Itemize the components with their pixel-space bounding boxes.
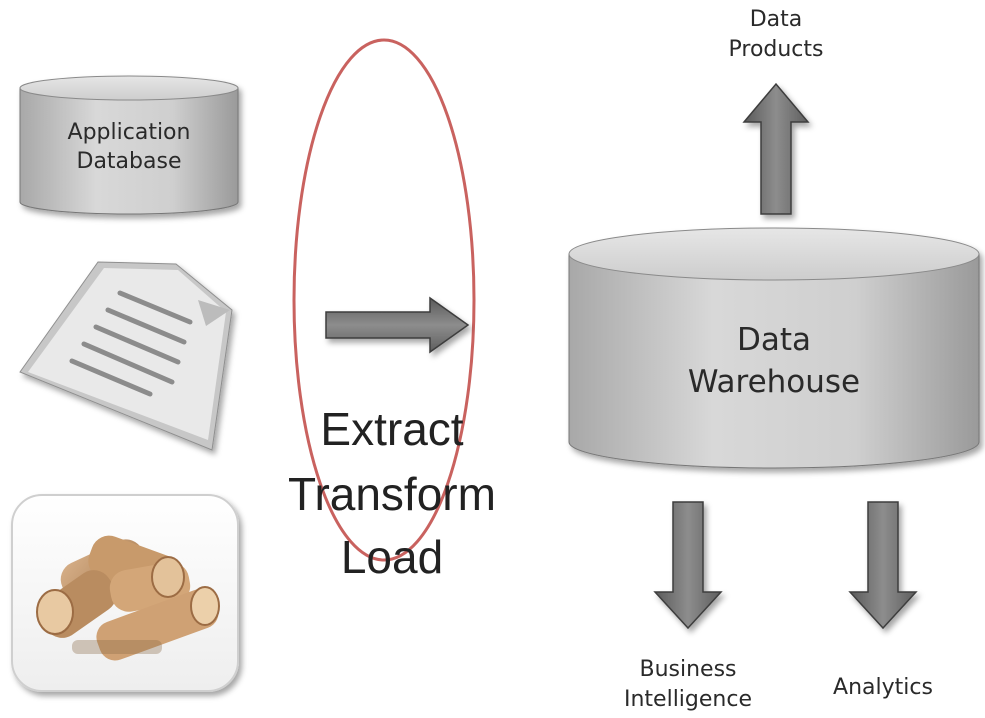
data-warehouse-cylinder <box>568 227 980 469</box>
arrow-down-analytics-icon <box>848 501 918 630</box>
data-products-label-line2: Products <box>729 37 824 62</box>
arrow-right-icon <box>325 296 470 354</box>
etl-label-load: Load <box>341 531 443 583</box>
etl-label-extract: Extract <box>320 403 463 455</box>
business-intelligence-label-line1: Business <box>639 657 736 682</box>
document-icon <box>19 261 233 451</box>
business-intelligence-label-line2: Intelligence <box>624 687 752 712</box>
application-database-cylinder <box>19 75 239 215</box>
warehouse-label-line2: Warehouse <box>688 364 860 400</box>
warehouse-label-line1: Data <box>737 322 811 358</box>
etl-label-transform: Transform <box>288 468 496 520</box>
etl-highlight-oval <box>292 38 476 562</box>
document-text-lines <box>69 290 193 397</box>
arrow-up-icon <box>742 82 810 215</box>
analytics-label: Analytics <box>833 675 933 700</box>
app-db-label-line2: Database <box>77 149 182 174</box>
log-wood-icon <box>11 494 239 692</box>
wood-log-pile <box>36 535 220 661</box>
arrow-down-bi-icon <box>653 501 723 630</box>
data-products-label-line1: Data <box>750 7 803 32</box>
app-db-label-line1: Application <box>68 120 191 145</box>
